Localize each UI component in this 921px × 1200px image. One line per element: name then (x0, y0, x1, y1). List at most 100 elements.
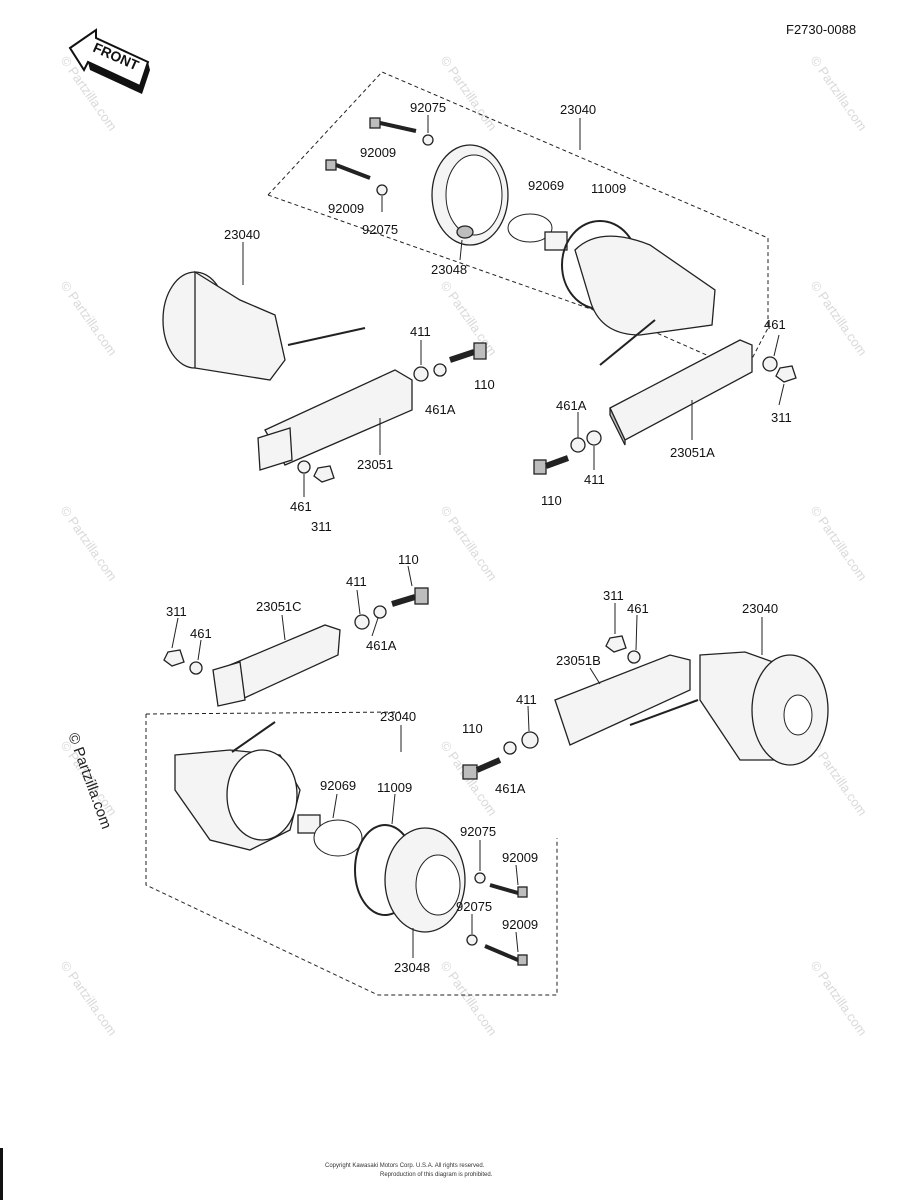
watermark: © Partzilla.com (808, 53, 871, 133)
label-92075: 92075 (362, 222, 398, 237)
bolt-110-bottom-top (391, 587, 429, 607)
label-92009: 92009 (502, 917, 538, 932)
label-23051: 23051 (357, 457, 393, 472)
label-23040: 23040 (560, 102, 596, 117)
washer-92075-bottom-upper (474, 872, 486, 884)
label-11009: 11009 (377, 780, 412, 795)
label-92009: 92009 (502, 850, 538, 865)
label-461A: 461A (495, 781, 526, 796)
label-461: 461 (627, 601, 649, 616)
washer-461-bottom-right (627, 650, 641, 664)
label-461A: 461A (556, 398, 587, 413)
watermark: © Partzilla.com (438, 503, 501, 583)
label-311: 311 (603, 588, 624, 603)
label-411: 411 (584, 472, 605, 487)
label-23040: 23040 (742, 601, 778, 616)
screw-92009-upper (369, 117, 417, 133)
left-edge-bar (0, 1148, 3, 1200)
lockwasher-461A-top-left (433, 363, 447, 377)
label-411: 411 (516, 692, 537, 707)
label-110: 110 (462, 721, 483, 736)
label-23051A: 23051A (670, 445, 715, 460)
bracket-23051A (609, 339, 753, 446)
lamp-23040-top-left (162, 270, 366, 381)
washer-411-top-left (413, 366, 429, 382)
bottom-lamp-outline-upper (145, 711, 401, 715)
label-92009: 92009 (360, 145, 396, 160)
label-92075: 92075 (456, 899, 492, 914)
label-461: 461 (290, 499, 312, 514)
watermark: © Partzilla.com (438, 278, 501, 358)
copyright-line-1: Copyright Kawasaki Motors Corp. U.S.A. A… (325, 1163, 485, 1169)
label-110: 110 (398, 552, 419, 567)
label-92075: 92075 (460, 824, 496, 839)
label-311: 311 (166, 604, 187, 619)
lamp-23040-bottom-right (629, 651, 829, 766)
label-92069: 92069 (528, 178, 564, 193)
washer-461-top-left (297, 460, 311, 474)
housing-top-right (574, 235, 716, 366)
bolt-110-top-left (449, 342, 487, 363)
label-411: 411 (346, 574, 367, 589)
label-311: 311 (771, 410, 792, 425)
top-right-lamp-outline-lower (267, 194, 651, 331)
label-461: 461 (764, 317, 786, 332)
washer-461-top-right (762, 356, 778, 372)
bulb-92069-bottom (297, 814, 363, 857)
nut-311-top-left (313, 465, 335, 483)
bolt-110-top-right (533, 455, 570, 475)
watermark: © Partzilla.com (58, 278, 121, 358)
leader-lines-bottom (171, 565, 763, 958)
label-311: 311 (311, 519, 332, 534)
label-411: 411 (410, 324, 431, 339)
label-92075: 92075 (410, 100, 446, 115)
label-23040: 23040 (380, 709, 416, 724)
housing-bottom-left (174, 721, 301, 851)
label-92069: 92069 (320, 778, 356, 793)
washer-411-bottom-top (354, 614, 370, 630)
label-92009: 92009 (328, 201, 364, 216)
bracket-23051C (212, 624, 341, 707)
screw-92009-bottom-lower (484, 944, 528, 966)
label-461A: 461A (425, 402, 456, 417)
figure-code: F2730-0088 (786, 22, 856, 37)
nut-311-top-right (775, 365, 797, 383)
lockwasher-461A-bottom-mid (503, 741, 517, 755)
label-23048: 23048 (431, 262, 467, 277)
bracket-23051B (554, 654, 691, 746)
washer-411-bottom-mid (521, 731, 539, 749)
label-110: 110 (474, 377, 495, 392)
copyright-line-2: Reproduction of this diagram is prohibit… (380, 1172, 493, 1178)
lockwasher-461A-top-right (570, 437, 586, 453)
watermark: © Partzilla.com (808, 278, 871, 358)
lockwasher-461A-bottom-top (373, 605, 387, 619)
watermark: © Partzilla.com (808, 958, 871, 1038)
lens-23048-top (431, 144, 509, 246)
washer-461-bottom-left (189, 661, 203, 675)
watermark: © Partzilla.com (58, 958, 121, 1038)
bulb-92069-top (507, 213, 568, 251)
label-23040: 23040 (224, 227, 260, 242)
watermark: © Partzilla.com (808, 503, 871, 583)
front-arrow: FRONT (68, 28, 150, 94)
label-23048: 23048 (394, 960, 430, 975)
bolt-110-bottom-mid (462, 757, 502, 780)
screw-92009-lower (325, 159, 371, 180)
washer-92075-lower (376, 184, 388, 196)
nut-311-bottom-left (163, 649, 185, 667)
leader-lines-top (242, 115, 785, 497)
side-watermark: © Partzilla.com (64, 731, 115, 832)
label-23051C: 23051C (256, 599, 302, 614)
label-461: 461 (190, 626, 212, 641)
nut-311-bottom-right (605, 635, 627, 653)
washer-411-top-right (586, 430, 602, 446)
lens-23048-bottom (384, 827, 466, 933)
label-110: 110 (541, 493, 562, 508)
label-11009: 11009 (591, 181, 626, 196)
watermark: © Partzilla.com (438, 53, 501, 133)
watermark: © Partzilla.com (58, 503, 121, 583)
screw-92009-bottom-upper (489, 883, 528, 898)
bottom-lamp-outline (145, 714, 558, 996)
label-461A: 461A (366, 638, 397, 653)
